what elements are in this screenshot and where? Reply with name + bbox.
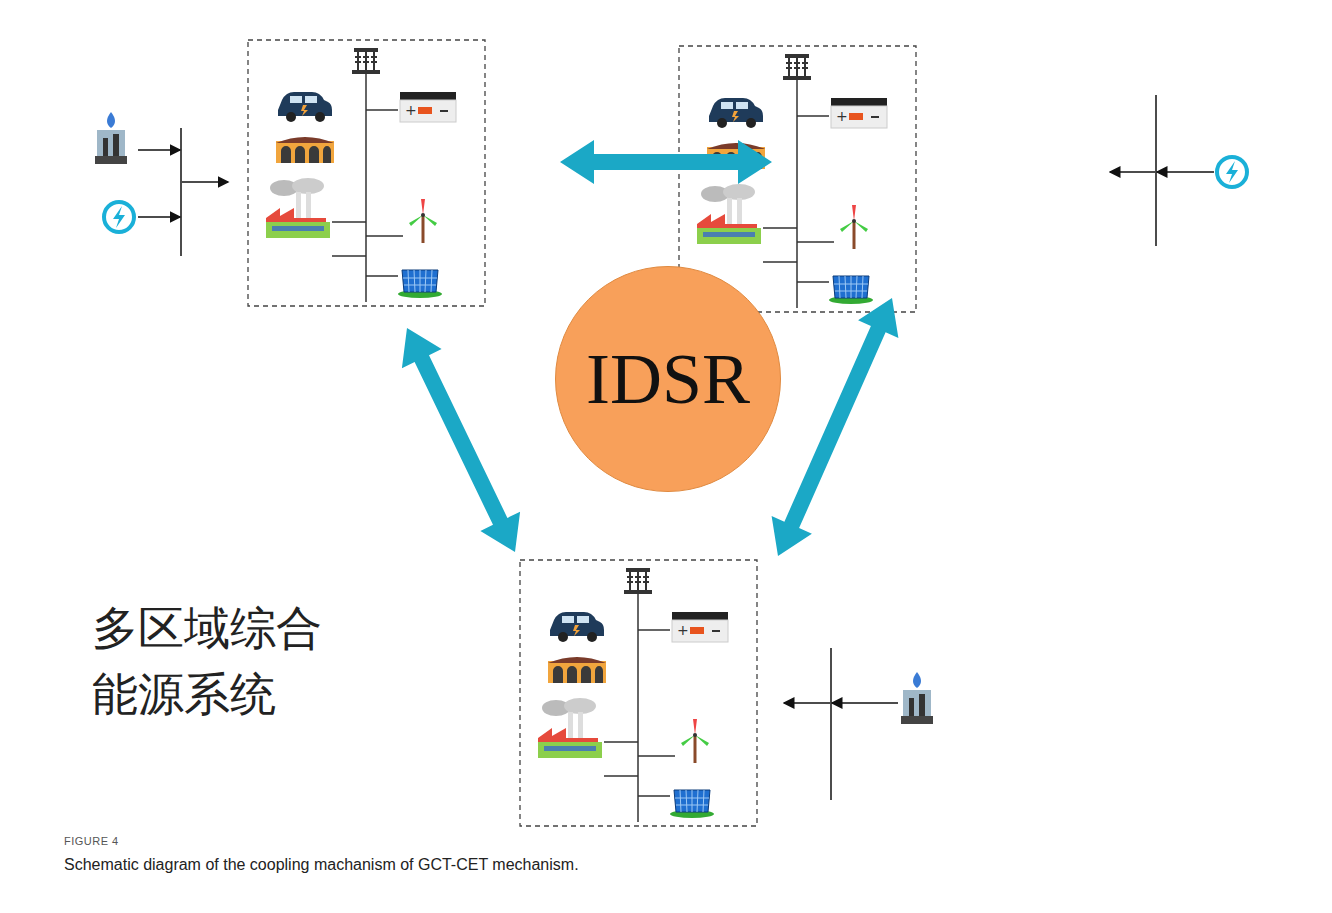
exchange-arrow: [772, 298, 899, 556]
center-circle: IDSR: [555, 266, 781, 492]
system-title: 多区域综合 能源系统: [92, 596, 342, 728]
exchange-arrow: [560, 140, 772, 184]
figure-caption: Schematic diagram of the coopling machan…: [64, 856, 1264, 874]
exchange-arrow: [402, 328, 520, 552]
node-title: IDSR: [586, 338, 750, 421]
figure-number: FIGURE 4: [64, 835, 119, 847]
